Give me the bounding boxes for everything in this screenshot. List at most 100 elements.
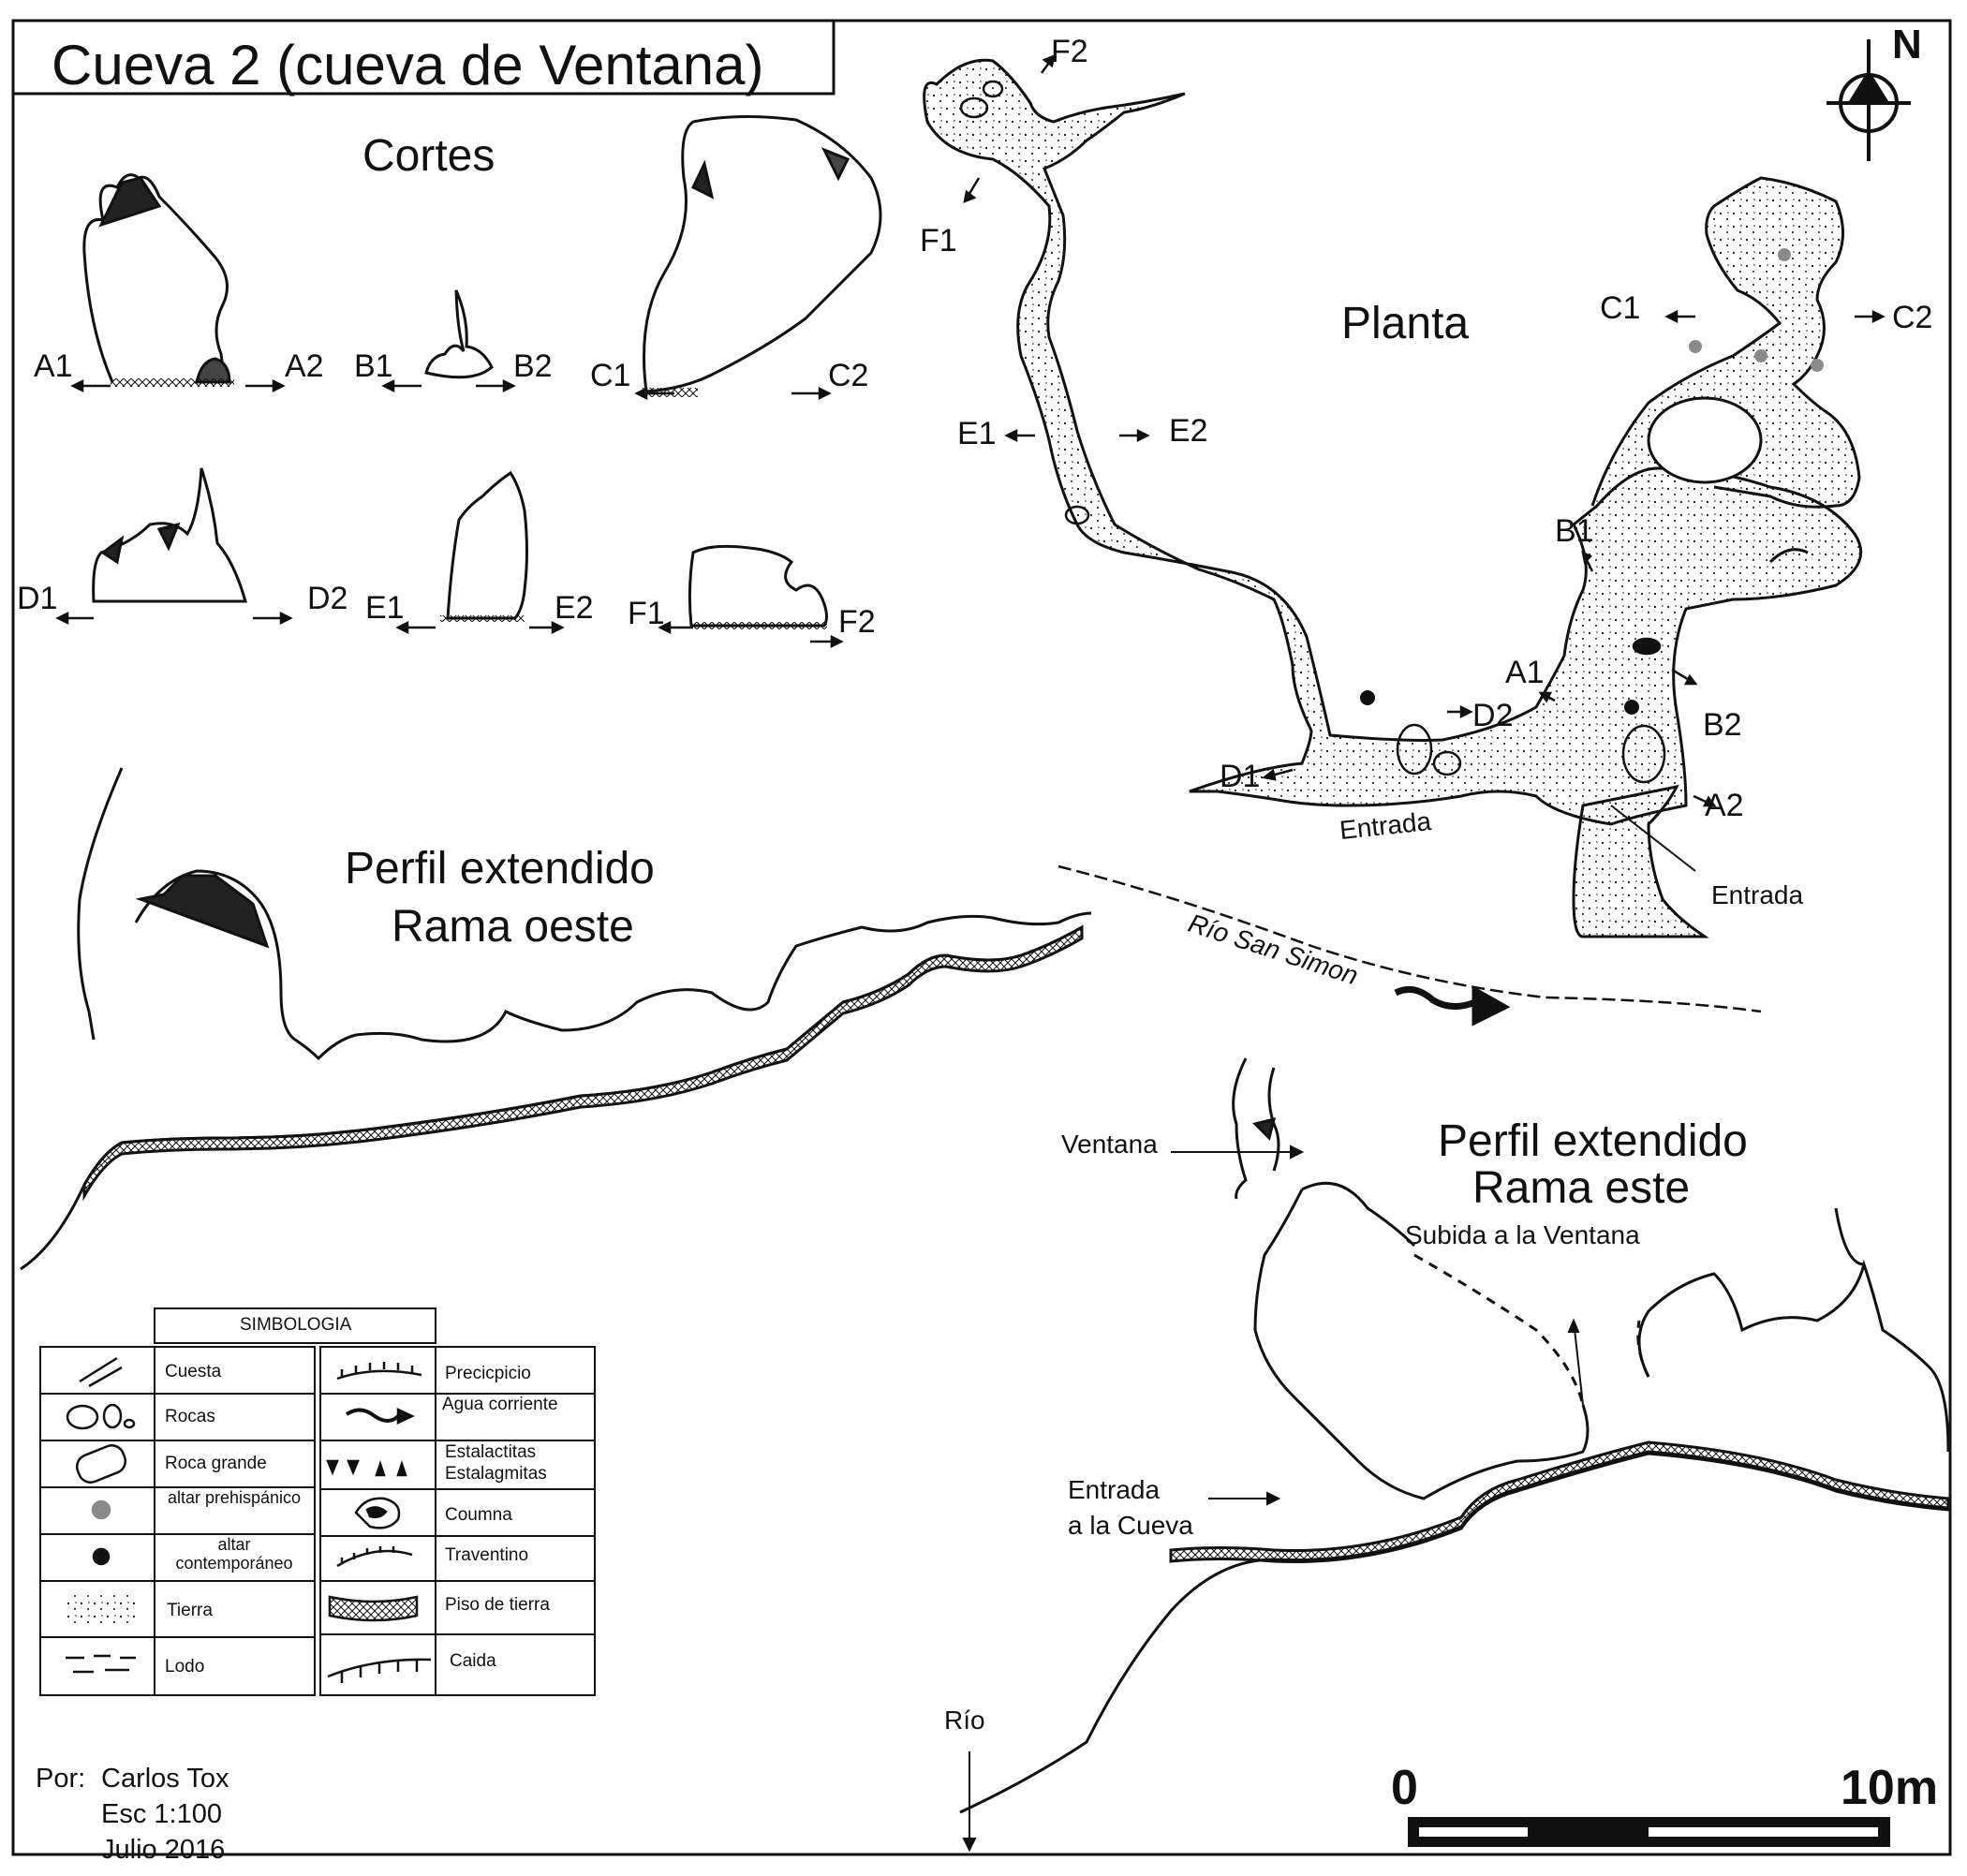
cut-label-a1: A1 (34, 348, 73, 384)
plan-label-entrada-east: Entrada (1711, 880, 1804, 909)
earth-floor-icon (328, 1595, 419, 1622)
cross-section-c (642, 114, 882, 397)
running-water-icon (1394, 984, 1511, 1027)
credits-por: Por: (36, 1764, 86, 1794)
plan-label-c1: C1 (1600, 290, 1641, 326)
cut-label-e1: E1 (365, 590, 405, 626)
profile-east-pointers (962, 1145, 1584, 1853)
section-planta: Planta (1341, 299, 1470, 348)
legend-label-roca-grande: Roca grande (165, 1454, 267, 1473)
legend-label-precicpicio: Precicpicio (445, 1364, 531, 1383)
plan-label-a2: A2 (1705, 788, 1744, 823)
legend-label-lodo: Lodo (165, 1657, 205, 1677)
profile-label-ventana: Ventana (1061, 1130, 1158, 1159)
plan-label-b2: B2 (1703, 707, 1742, 743)
legend-table (39, 1307, 596, 1696)
map-title: Cueva 2 (cueva de Ventana) (52, 34, 764, 96)
column-icon (354, 1497, 401, 1529)
section-cortes: Cortes (362, 131, 495, 181)
legend-label-traventino: Traventino (445, 1545, 529, 1565)
section-perfil-este-1: Perfil extendido (1438, 1116, 1748, 1166)
precipice-icon (336, 1362, 422, 1381)
speleothem-icon (326, 1459, 407, 1477)
prehispanic-altar-icon (1689, 248, 1824, 372)
cave-plan-west-branch (923, 58, 1863, 826)
plan-label-c2: C2 (1892, 300, 1933, 335)
plan-label-f1: F1 (920, 223, 957, 259)
plan-entrada-pointer (1610, 805, 1696, 872)
legend-label-rocas: Rocas (165, 1407, 215, 1426)
cut-label-c2: C2 (828, 358, 869, 393)
profile-label-rio: Río (944, 1706, 985, 1735)
legend-label-altar-prehispanico: altar prehispánico (167, 1488, 302, 1507)
legend-label-estalactitas: Estalactitas Estalagmitas (445, 1442, 547, 1484)
slope-icon (79, 1356, 123, 1388)
profile-east-ceiling (1253, 1181, 1950, 1500)
cross-section-f (688, 544, 828, 629)
big-rock-icon (75, 1444, 127, 1484)
cut-label-a2: A2 (285, 348, 324, 384)
cut-label-f2: F2 (838, 604, 876, 640)
legend-header: SIMBOLOGIA (240, 1315, 352, 1335)
prehispanic-altar-icon (91, 1499, 111, 1520)
contemporary-altar-icon (92, 1547, 111, 1566)
plan-label-b1: B1 (1555, 513, 1594, 549)
cross-section-d (92, 467, 247, 603)
cut-label-b1: B1 (354, 348, 393, 384)
profile-west-ceiling (77, 767, 1092, 1061)
river-san-simon (1057, 864, 1762, 1013)
north-arrow-icon (1826, 39, 1911, 161)
cross-section-a (82, 173, 234, 387)
profile-label-entrada-2: a la Cueva (1068, 1511, 1193, 1540)
running-water-icon (345, 1408, 415, 1425)
legend-label-tierra: Tierra (167, 1601, 213, 1620)
legend-label-caida: Caida (450, 1651, 496, 1671)
plan-cut-arrows (963, 53, 1886, 807)
mud-icon (66, 1654, 136, 1674)
section-perfil-este-2: Rama este (1472, 1163, 1691, 1213)
contemporary-altar-icon (1360, 690, 1639, 715)
profile-label-subida: Subida a la Ventana (1405, 1220, 1640, 1249)
legend-label-agua-corriente: Agua corriente (442, 1395, 558, 1414)
legend-label-altar-contemporaneo: altar contemporáneo (175, 1535, 293, 1573)
section-perfil-oeste-1: Perfil extendido (345, 844, 655, 894)
plan-label-d2: D2 (1472, 698, 1514, 733)
drop-icon (327, 1658, 432, 1683)
cut-label-f1: F1 (628, 596, 665, 631)
cross-section-b (424, 289, 494, 379)
plan-label-d1: D1 (1220, 759, 1261, 794)
scale-bar (1408, 1817, 1890, 1847)
title-box (13, 21, 836, 96)
cross-section-e (440, 470, 528, 622)
cave-plan-east-branch (1572, 176, 1861, 938)
cut-label-b2: B2 (513, 348, 553, 384)
plan-label-f2: F2 (1051, 34, 1088, 69)
scale-label-end: 10m (1841, 1761, 1939, 1815)
plan-label-e2: E2 (1169, 413, 1208, 449)
cut-label-e2: E2 (555, 590, 594, 626)
profile-east-floor (959, 1440, 1950, 1814)
plan-rocks (959, 80, 1666, 784)
credits-scale: Esc 1:100 (101, 1799, 222, 1829)
credits-date: Julio 2016 (101, 1835, 226, 1865)
earth-dots-icon (66, 1592, 136, 1626)
section-perfil-oeste-2: Rama oeste (392, 902, 634, 952)
legend-label-piso-tierra: Piso de tierra (445, 1595, 550, 1615)
legend-label-cuesta: Cuesta (165, 1362, 222, 1381)
scale-label-start: 0 (1391, 1761, 1418, 1815)
cut-label-d2: D2 (307, 581, 348, 616)
plan-label-e1: E1 (957, 416, 997, 451)
profile-label-entrada-1: Entrada (1068, 1475, 1161, 1504)
rocks-icon (66, 1403, 136, 1430)
cut-label-c1: C1 (590, 358, 631, 393)
map-frame (11, 19, 1952, 1856)
cut-arrows (55, 378, 844, 649)
cut-label-d1: D1 (17, 581, 58, 616)
credits-author: Carlos Tox (101, 1764, 229, 1794)
north-label: N (1892, 22, 1922, 67)
profile-west-floor (20, 924, 1084, 1271)
profile-east-ventana (1232, 1057, 1280, 1200)
plan-label-a1: A1 (1505, 655, 1545, 690)
